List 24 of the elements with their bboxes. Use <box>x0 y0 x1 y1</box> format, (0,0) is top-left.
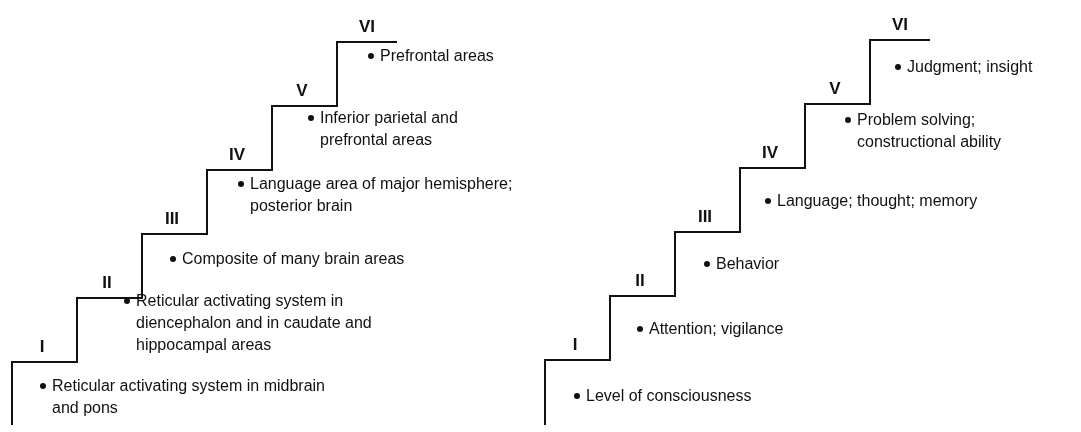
step-numeral: III <box>163 210 181 227</box>
step-description: Language area of major hemisphere; posterior brain <box>250 174 514 216</box>
step-numeral: I <box>38 338 46 355</box>
step-description: Inferior parietal and prefrontal areas <box>320 108 459 150</box>
step-numeral: II <box>634 272 646 289</box>
step-description: Behavior <box>716 254 780 274</box>
step-numeral: II <box>101 274 113 291</box>
step-numeral: IV <box>227 146 247 163</box>
step-numeral: III <box>696 208 714 225</box>
step-numeral: VI <box>357 18 377 35</box>
step-description: Prefrontal areas <box>380 46 494 66</box>
step-numeral: V <box>828 80 842 97</box>
step-description: Language; thought; memory <box>777 191 978 211</box>
step-description: Attention; vigilance <box>649 319 784 339</box>
step-description: Reticular activating system in diencephalon and in caudate and hippocampal areas <box>136 291 373 355</box>
step-description: Composite of many brain areas <box>182 249 405 269</box>
step-description: Level of consciousness <box>586 386 752 406</box>
step-numeral: V <box>295 82 309 99</box>
step-description: Reticular activating system in midbrain and pons <box>52 376 326 418</box>
step-description: Problem solving; constructional ability <box>857 110 1003 152</box>
step-numeral: VI <box>890 16 910 33</box>
step-description: Judgment; insight <box>907 57 1033 77</box>
step-numeral: IV <box>760 144 780 161</box>
step-numeral: I <box>571 336 579 353</box>
